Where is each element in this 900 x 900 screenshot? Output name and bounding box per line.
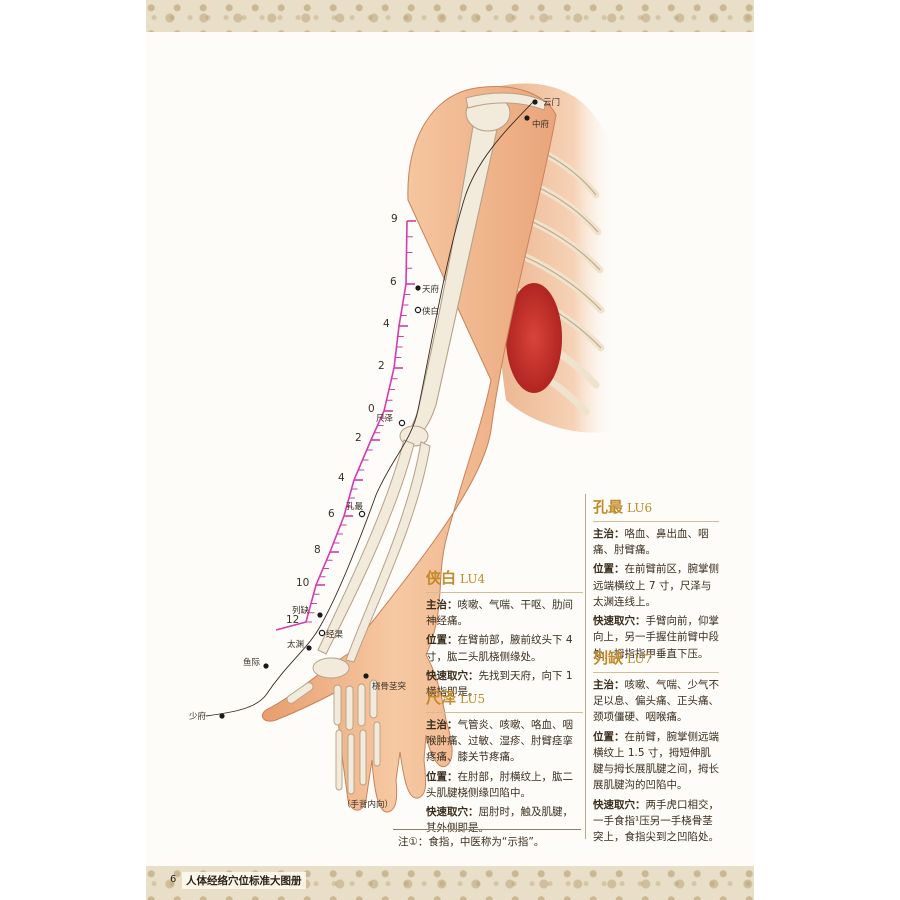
point-yunmen [532, 99, 538, 105]
point-kongzui [358, 510, 366, 518]
lung-meridian-line [205, 101, 534, 717]
ulna-bone [345, 441, 431, 663]
arm-illustration [205, 83, 616, 813]
hand-bones [286, 657, 381, 795]
scale-tick-label: 4 [383, 318, 390, 330]
clavicle-bone [465, 92, 547, 111]
point-shaofu [219, 713, 225, 719]
label-kongzui: 孔最 [346, 502, 364, 512]
label-hand-note: （手背内向） [342, 800, 394, 810]
arm-skin [261, 86, 557, 813]
note-rule [393, 829, 581, 830]
acupoint-markers [219, 99, 538, 719]
point-jingqu [318, 629, 326, 637]
scale-tick-label: 10 [296, 577, 310, 589]
point-zhongfu [524, 115, 530, 121]
label-yunmen: 云门 [543, 98, 561, 108]
point-lieque [317, 612, 323, 618]
label-yuji: 鱼际 [243, 658, 261, 668]
scale-tick-label: 6 [328, 508, 335, 520]
label-chize: 尺泽 [376, 414, 394, 424]
point-tianfu [415, 285, 421, 291]
point-rao-jing [363, 673, 369, 679]
scale-tick-label: 8 [314, 544, 321, 556]
acupoint-name: 尺泽 [426, 689, 457, 707]
scale-tick-label: 2 [378, 360, 385, 372]
acupoint-code: LU6 [627, 501, 653, 515]
point-chize [398, 419, 406, 427]
label-xiabai: 侠白 [422, 307, 440, 317]
label-lieque: 列缺 [292, 606, 310, 616]
scale-tick-label: 0 [368, 403, 375, 415]
proportional-scale [275, 220, 416, 631]
label-shaofu: 少府 [189, 712, 207, 722]
book-page: 9 6 4 2 0 2 4 6 8 10 12 云门 中府 天府 侠白 尺泽 孔最 列缺 经渠 太渊… [146, 0, 754, 900]
column-divider [585, 494, 586, 839]
acupoint-code: LU5 [460, 692, 486, 706]
footnote: 注①：食指，中医称为“示指”。 [398, 836, 545, 848]
label-taiyuan: 太渊 [287, 640, 305, 650]
label-zhongfu: 中府 [532, 120, 550, 130]
scale-tick-label: 6 [390, 276, 397, 288]
label-tianfu: 天府 [422, 285, 440, 295]
decorative-top-border [146, 0, 754, 32]
acupoint-name: 列缺 [593, 649, 624, 667]
scale-tick-label: 9 [391, 213, 398, 225]
radius-bone [317, 439, 415, 655]
point-taiyuan [306, 645, 312, 651]
label-jingqu: 经渠 [326, 630, 344, 640]
acupoint-code: LU7 [627, 652, 653, 666]
page-number: 6 [170, 874, 177, 885]
point-yuji [263, 663, 269, 669]
scale-tick-label: 12 [286, 614, 300, 626]
label-rao-jing: 桡骨茎突 [372, 682, 407, 692]
acupoint-name: 侠白 [426, 569, 457, 587]
scale-tick-label: 2 [355, 432, 362, 444]
acupoint-code: LU4 [460, 572, 486, 586]
lung-shape [506, 283, 562, 393]
scale-tick-label: 4 [338, 472, 345, 484]
acupoint-name: 孔最 [593, 498, 624, 516]
point-xiabai [414, 306, 422, 314]
book-title: 人体经络穴位标准大图册 [182, 872, 306, 889]
decorative-bottom-border [146, 866, 754, 900]
